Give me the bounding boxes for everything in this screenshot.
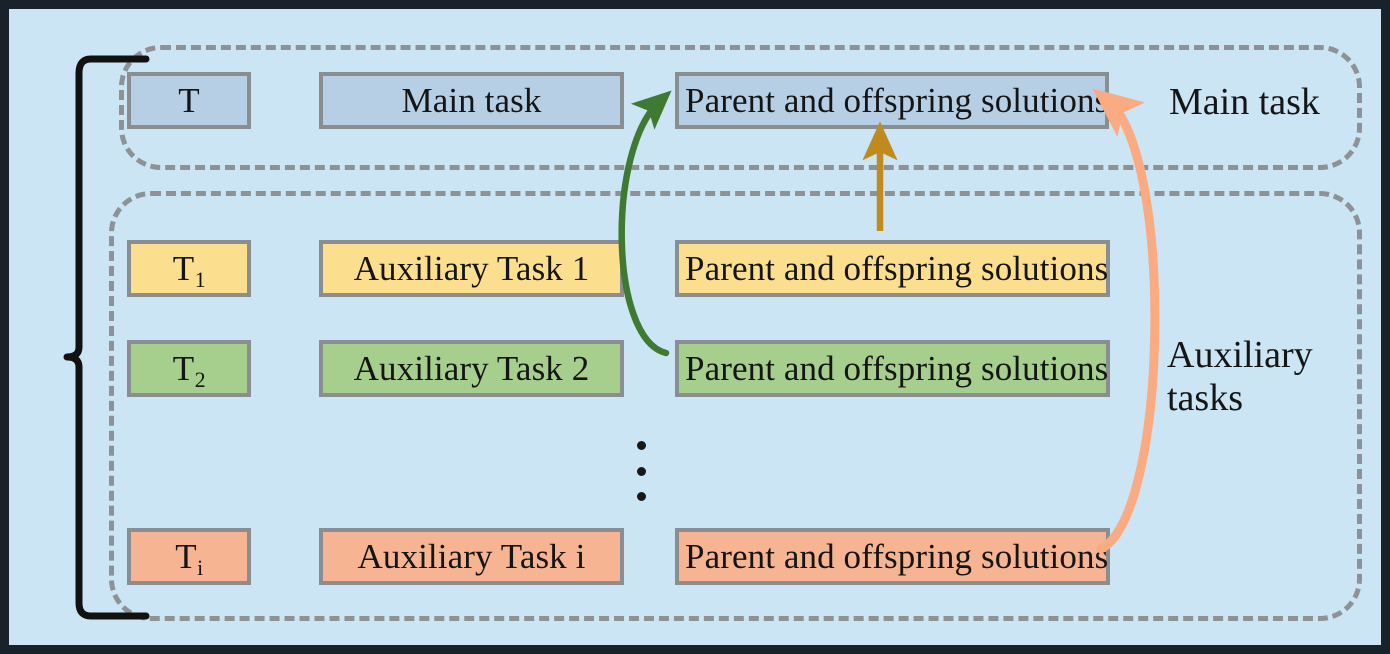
aux-task-1-name-box: Auxiliary Task 1 <box>319 240 624 297</box>
aux-task-1-subscript: 1 <box>194 267 206 292</box>
aux-task-2-solutions-label: Parent and offspring solutions <box>685 349 1109 388</box>
main-task-group-label: Main task <box>1169 81 1320 123</box>
aux-task-i-solutions-label: Parent and offspring solutions <box>685 537 1109 576</box>
aux-task-2-name-label: Auxiliary Task 2 <box>353 349 590 388</box>
aux-task-2-subscript: 2 <box>194 367 206 392</box>
vertical-ellipsis-icon <box>630 441 652 501</box>
aux-task-i-solutions-box: Parent and offspring solutions <box>675 528 1110 585</box>
aux-task-1-symbol-label: T1 <box>172 249 206 292</box>
main-task-name-label: Main task <box>401 81 542 120</box>
aux-task-i-symbol-box: Ti <box>127 528 251 585</box>
main-task-solutions-label: Parent and offspring solutions <box>685 81 1109 120</box>
main-task-solutions-box: Parent and offspring solutions <box>675 72 1109 129</box>
aux-task-2-name-box: Auxiliary Task 2 <box>319 340 624 397</box>
auxiliary-tasks-group-label: Auxiliary tasks <box>1167 334 1313 419</box>
aux-task-2-symbol-box: T2 <box>127 340 251 397</box>
aux-task-i-symbol-label: Ti <box>175 537 204 580</box>
main-task-symbol-box: T <box>127 72 251 129</box>
aux-task-2-symbol-label: T2 <box>172 349 206 392</box>
aux-task-1-solutions-box: Parent and offspring solutions <box>675 240 1110 297</box>
aux-task-1-name-label: Auxiliary Task 1 <box>353 249 590 288</box>
main-task-name-box: Main task <box>319 72 624 129</box>
aux-task-1-solutions-label: Parent and offspring solutions <box>685 249 1109 288</box>
aux-task-i-subscript: i <box>197 555 204 580</box>
main-task-symbol-label: T <box>178 81 200 120</box>
aux-task-1-symbol-box: T1 <box>127 240 251 297</box>
aux-task-i-name-label: Auxiliary Task i <box>357 537 586 576</box>
aux-task-i-name-box: Auxiliary Task i <box>319 528 624 585</box>
aux-task-2-solutions-box: Parent and offspring solutions <box>675 340 1110 397</box>
